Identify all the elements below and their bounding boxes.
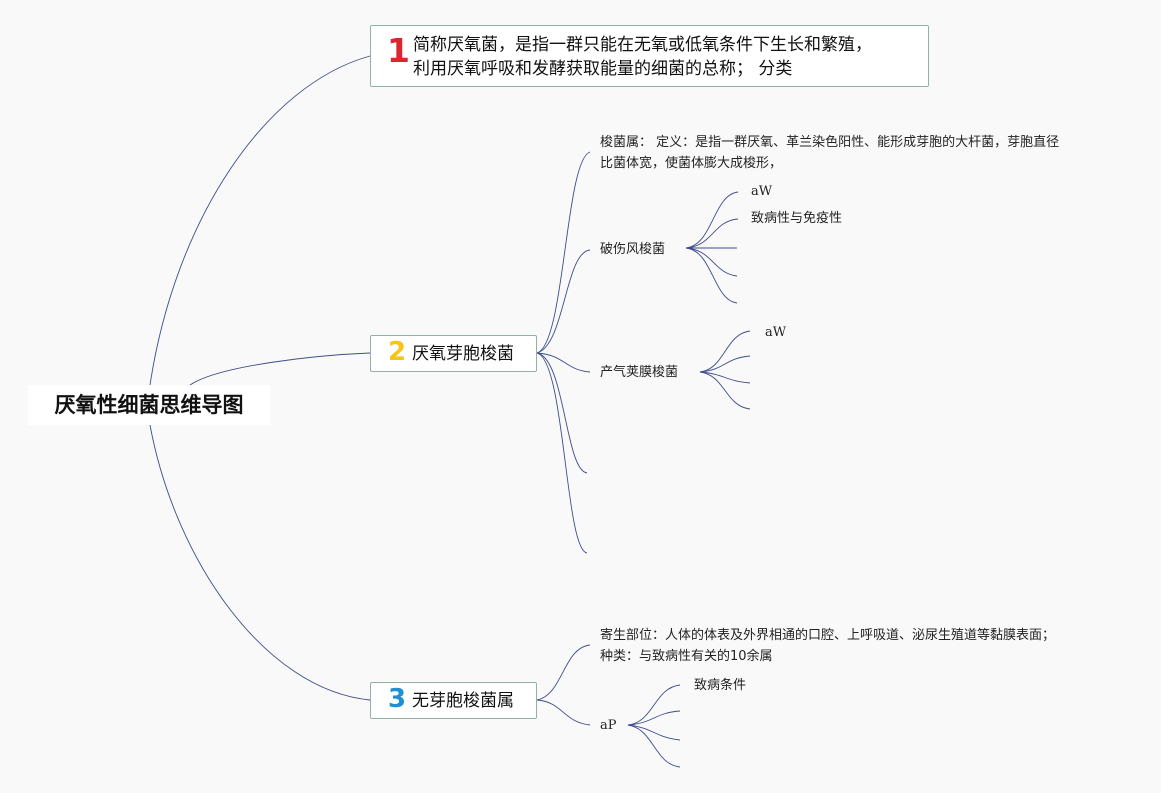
topic-2-title: 厌氧芽胞梭菌: [412, 344, 514, 364]
non-spore-info-line-2: 种类：与致病性有关的10余属: [600, 649, 773, 664]
tetanus-pathogenicity-node[interactable]: 致病性与免疫性: [751, 211, 843, 226]
link-root-topic1: [149, 55, 371, 386]
tetanus-aw-node[interactable]: aW: [751, 184, 773, 199]
link-perfringens-empty-2: [699, 371, 751, 384]
non-spore-info-node[interactable]: 寄生部位：人体的体表及外界相通的口腔、上呼吸道、泌尿生殖道等黏膜表面； 种类：与…: [600, 625, 1055, 667]
topic-3-non-spore[interactable]: 3 无芽胞梭菌属: [370, 682, 537, 719]
root-title: 厌氧性细菌思维导图: [54, 393, 244, 417]
link-perfringens-aw: [699, 330, 751, 373]
link-tetanus-pathogenicity: [685, 218, 739, 249]
topic-1-overview[interactable]: 1 简称厌氧菌，是指一群只能在无氧或低氧条件下生长和繁殖， 利用厌氧呼吸和发酵获…: [370, 25, 929, 87]
root-topic[interactable]: 厌氧性细菌思维导图: [28, 385, 270, 425]
clostridium-definition-line-2: 比菌体宽，使菌体膨大成梭形，: [600, 156, 783, 171]
link-topic3-ap: [536, 699, 591, 726]
link-root-topic2: [189, 352, 371, 386]
clostridium-definition-line-1: 梭菌属： 定义：是指一群厌氧、革兰染色阳性、能形成芽胞的大杆菌，芽胞直径: [600, 135, 1060, 150]
clostridium-definition-node[interactable]: 梭菌属： 定义：是指一群厌氧、革兰染色阳性、能形成芽胞的大杆菌，芽胞直径 比菌体…: [600, 132, 1059, 174]
link-ap-empty-2: [627, 724, 681, 741]
ap-condition-node[interactable]: 致病条件: [694, 678, 747, 693]
link-topic2-definition: [536, 151, 591, 354]
link-topic3-info: [536, 644, 591, 701]
ap-node[interactable]: aP: [600, 718, 617, 733]
topic-3-title: 无芽胞梭菌属: [412, 691, 514, 711]
topic-1-line-1: 简称厌氧菌，是指一群只能在无氧或低氧条件下生长和繁殖，: [413, 35, 872, 55]
link-topic2-perfringens: [536, 352, 591, 373]
non-spore-info-line-1: 寄生部位：人体的体表及外界相通的口腔、上呼吸道、泌尿生殖道等黏膜表面；: [600, 628, 1056, 643]
topic-2-number-badge: 2: [388, 337, 407, 367]
link-tetanus-empty-2: [685, 247, 738, 277]
link-ap-condition: [627, 684, 681, 726]
topic-1-line-2: 利用厌氧呼吸和发酵获取能量的细菌的总称； 分类: [413, 59, 793, 79]
link-ap-empty-3: [627, 724, 681, 768]
link-topic2-tetanus: [536, 249, 591, 354]
link-topic2-empty-2: [536, 352, 588, 554]
perfringens-node[interactable]: 产气荚膜梭菌: [600, 365, 679, 380]
topic-3-number-badge: 3: [388, 684, 407, 714]
topic-2-spore-clostridium[interactable]: 2 厌氧芽胞梭菌: [370, 335, 537, 372]
perfringens-aw-node[interactable]: aW: [765, 325, 787, 340]
link-root-topic3: [149, 424, 371, 701]
link-perfringens-empty-3: [699, 371, 751, 410]
link-perfringens-empty-1: [699, 355, 751, 373]
link-tetanus-empty-3: [685, 247, 738, 304]
topic-1-text: 简称厌氧菌，是指一群只能在无氧或低氧条件下生长和繁殖， 利用厌氧呼吸和发酵获取能…: [413, 33, 872, 81]
link-topic2-empty-1: [536, 352, 588, 474]
tetanus-node[interactable]: 破伤风梭菌: [600, 242, 666, 257]
link-ap-empty-1: [627, 710, 681, 726]
topic-1-number-badge: 1: [387, 31, 410, 70]
link-tetanus-aw: [685, 191, 739, 249]
